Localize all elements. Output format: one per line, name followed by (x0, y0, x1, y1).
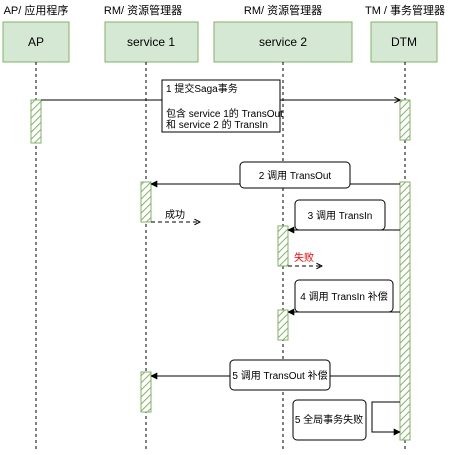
message-1-label-line1: 1 提交Saga事务 (166, 82, 238, 95)
message-1-label-line3: 和 service 2 的 TransIn (166, 118, 268, 131)
activation-service1-b (140, 371, 152, 413)
participant-ap: AP (2, 21, 70, 63)
activation-dtm-long (399, 181, 411, 441)
activation-dtm-short (399, 99, 411, 141)
role-label-ap: AP/ 应用程序 (4, 3, 69, 17)
message-1: 1 提交Saga事务 包含 service 1的 TransOut 和 serv… (41, 79, 400, 133)
activation-ap (30, 99, 42, 144)
participant-service2-label: service 2 (259, 35, 307, 49)
activation-service2-b (277, 309, 289, 341)
role-label-dtm: TM / 事务管理器 (365, 3, 445, 17)
message-4: 4 调用 TransIn 补偿 (287, 279, 400, 316)
participant-service2: service 2 (213, 21, 353, 63)
message-3: 3 调用 TransIn (287, 199, 400, 234)
message-5-label: 5 调用 TransOut 补偿 (232, 369, 327, 382)
message-2-reply-label: 成功 (165, 209, 185, 221)
participant-dtm-label: DTM (391, 35, 417, 49)
message-2-reply: 成功 (151, 209, 200, 222)
message-2-label: 2 调用 TransOut (259, 170, 332, 182)
activation-service1-a (140, 181, 152, 223)
participant-dtm: DTM (370, 21, 438, 63)
message-3-label: 3 调用 TransIn (308, 210, 373, 222)
message-5: 5 调用 TransOut 补偿 (150, 359, 400, 391)
message-2: 2 调用 TransOut (150, 161, 400, 189)
participant-service1: service 1 (104, 21, 199, 63)
message-3-reply: 失败 (288, 251, 322, 266)
message-3-reply-label: 失败 (294, 251, 314, 264)
role-label-service1: RM/ 资源管理器 (104, 3, 182, 17)
message-6-label: 5 全局事务失败 (295, 413, 363, 426)
participant-ap-label: AP (28, 35, 44, 49)
message-4-label: 4 调用 TransIn 补偿 (300, 290, 387, 303)
message-6: 5 全局事务失败 (292, 399, 401, 441)
message-1-label-line2: 包含 service 1的 TransOut (166, 107, 283, 120)
role-label-service2: RM/ 资源管理器 (244, 3, 322, 17)
activation-bars (30, 99, 411, 441)
participant-service1-label: service 1 (127, 35, 175, 49)
activation-service2-a (277, 225, 289, 267)
